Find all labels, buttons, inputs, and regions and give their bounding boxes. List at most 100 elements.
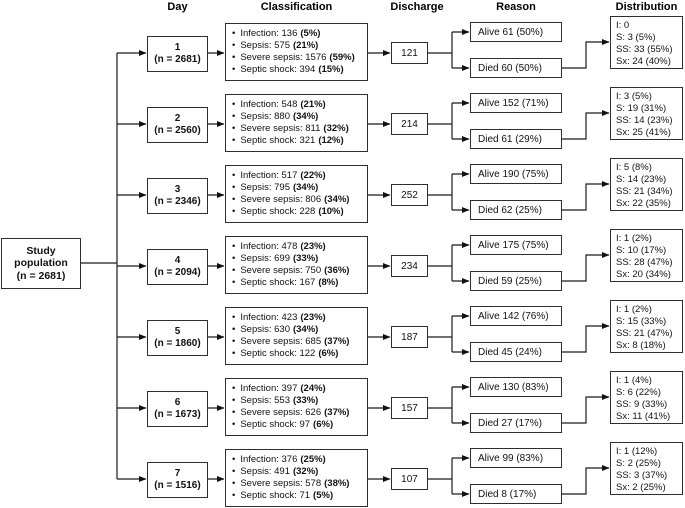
bullet-icon	[229, 182, 240, 194]
bullet-icon	[229, 111, 240, 123]
alive-box-5: Alive 142 (76%)	[470, 306, 562, 326]
day-box-2: 2 (n = 2560)	[147, 107, 208, 143]
classification-box-1: Infection: 136(5%) Sepsis: 575(21%) Seve…	[225, 23, 368, 81]
bullet-icon	[229, 466, 240, 478]
day-number: 2	[174, 113, 181, 124]
day-box-3: 3 (n = 2346)	[147, 178, 208, 214]
classification-item: Sepsis: 795(34%)	[229, 182, 366, 194]
discharge-box-6: 157	[391, 397, 428, 419]
study-population-n: (n = 2681)	[16, 269, 66, 282]
classification-item: Sepsis: 880(34%)	[229, 111, 366, 123]
classification-item: Septic shock: 122(6%)	[229, 348, 366, 360]
bullet-icon	[229, 265, 240, 277]
classification-item: Sepsis: 491(32%)	[229, 466, 366, 478]
distribution-box-7: I: 1 (12%) S: 2 (25%) SS: 3 (37%) Sx: 2 …	[610, 442, 683, 495]
discharge-box-1: 121	[391, 42, 428, 64]
alive-box-7: Alive 99 (83%)	[470, 448, 562, 468]
died-box-5: Died 45 (24%)	[470, 342, 562, 362]
classification-item: Severe sepsis: 685(37%)	[229, 336, 366, 348]
day-box-5: 5 (n = 1860)	[147, 320, 208, 356]
classification-item: Infection: 548(21%)	[229, 99, 366, 111]
day-n: (n = 2346)	[154, 196, 201, 207]
bullet-icon	[229, 312, 240, 324]
alive-box-2: Alive 152 (71%)	[470, 93, 562, 113]
bullet-icon	[229, 419, 240, 431]
distribution-box-5: I: 1 (2%) S: 15 (33%) SS: 21 (47%) Sx: 8…	[610, 300, 683, 353]
classification-item: Septic shock: 321(12%)	[229, 135, 366, 147]
discharge-box-4: 234	[391, 255, 428, 277]
classification-item: Septic shock: 228(10%)	[229, 206, 366, 218]
day-n: (n = 2094)	[154, 267, 201, 278]
classification-item: Sepsis: 699(33%)	[229, 253, 366, 265]
bullet-icon	[229, 28, 240, 40]
bullet-icon	[229, 206, 240, 218]
day-box-4: 4 (n = 2094)	[147, 249, 208, 285]
classification-item: Sepsis: 630(34%)	[229, 324, 366, 336]
discharge-box-7: 107	[391, 468, 428, 490]
bullet-icon	[229, 123, 240, 135]
classification-item: Septic shock: 97(6%)	[229, 419, 366, 431]
day-n: (n = 1673)	[154, 409, 201, 420]
bullet-icon	[229, 336, 240, 348]
day-number: 7	[174, 468, 181, 479]
classification-box-5: Infection: 423(23%) Sepsis: 630(34%) Sev…	[225, 307, 368, 365]
day-n: (n = 2560)	[154, 125, 201, 136]
distribution-box-1: I: 0 S: 3 (5%) SS: 33 (55%) Sx: 24 (40%)	[610, 16, 683, 69]
classification-item: Sepsis: 575(21%)	[229, 40, 366, 52]
distribution-box-4: I: 1 (2%) S: 10 (17%) SS: 28 (47%) Sx: 2…	[610, 229, 683, 282]
classification-box-6: Infection: 397(24%) Sepsis: 553(33%) Sev…	[225, 378, 368, 436]
classification-box-4: Infection: 478(23%) Sepsis: 699(33%) Sev…	[225, 236, 368, 294]
classification-item: Infection: 136(5%)	[229, 28, 366, 40]
classification-item: Severe sepsis: 626(37%)	[229, 407, 366, 419]
bullet-icon	[229, 194, 240, 206]
study-population-title: Study population	[14, 244, 68, 270]
classification-item: Septic shock: 71(5%)	[229, 490, 366, 502]
bullet-icon	[229, 52, 240, 64]
classification-item: Infection: 478(23%)	[229, 241, 366, 253]
died-box-3: Died 62 (25%)	[470, 200, 562, 220]
bullet-icon	[229, 241, 240, 253]
day-number: 4	[174, 255, 181, 266]
alive-box-6: Alive 130 (83%)	[470, 377, 562, 397]
died-box-7: Died 8 (17%)	[470, 484, 562, 504]
day-box-7: 7 (n = 1516)	[147, 462, 208, 498]
alive-box-4: Alive 175 (75%)	[470, 235, 562, 255]
column-header-reason: Reason	[496, 1, 536, 13]
day-n: (n = 2681)	[154, 54, 201, 65]
column-header-classification: Classification	[260, 1, 333, 13]
bullet-icon	[229, 407, 240, 419]
alive-box-1: Alive 61 (50%)	[470, 22, 562, 42]
day-n: (n = 1516)	[154, 480, 201, 491]
alive-box-3: Alive 190 (75%)	[470, 164, 562, 184]
day-box-1: 1 (n = 2681)	[147, 36, 208, 72]
bullet-icon	[229, 478, 240, 490]
column-header-discharge: Discharge	[390, 1, 444, 13]
bullet-icon	[229, 40, 240, 52]
bullet-icon	[229, 395, 240, 407]
bullet-icon	[229, 348, 240, 360]
discharge-box-2: 214	[391, 113, 428, 135]
day-n: (n = 1860)	[154, 338, 201, 349]
classification-item: Severe sepsis: 1576(59%)	[229, 52, 366, 64]
day-box-6: 6 (n = 1673)	[147, 391, 208, 427]
bullet-icon	[229, 490, 240, 502]
bullet-icon	[229, 253, 240, 265]
study-population-box: Study population (n = 2681)	[1, 238, 81, 289]
classification-item: Septic shock: 167(8%)	[229, 277, 366, 289]
classification-item: Infection: 423(23%)	[229, 312, 366, 324]
classification-item: Infection: 376(25%)	[229, 454, 366, 466]
distribution-box-3: I: 5 (8%) S: 14 (23%) SS: 21 (34%) Sx: 2…	[610, 158, 683, 211]
bullet-icon	[229, 64, 240, 76]
discharge-box-5: 187	[391, 326, 428, 348]
classification-item: Infection: 397(24%)	[229, 383, 366, 395]
classification-item: Severe sepsis: 578(38%)	[229, 478, 366, 490]
bullet-icon	[229, 277, 240, 289]
classification-box-7: Infection: 376(25%) Sepsis: 491(32%) Sev…	[225, 449, 368, 507]
bullet-icon	[229, 454, 240, 466]
classification-item: Severe sepsis: 806(34%)	[229, 194, 366, 206]
discharge-box-3: 252	[391, 184, 428, 206]
classification-box-2: Infection: 548(21%) Sepsis: 880(34%) Sev…	[225, 94, 368, 152]
died-box-4: Died 59 (25%)	[470, 271, 562, 291]
